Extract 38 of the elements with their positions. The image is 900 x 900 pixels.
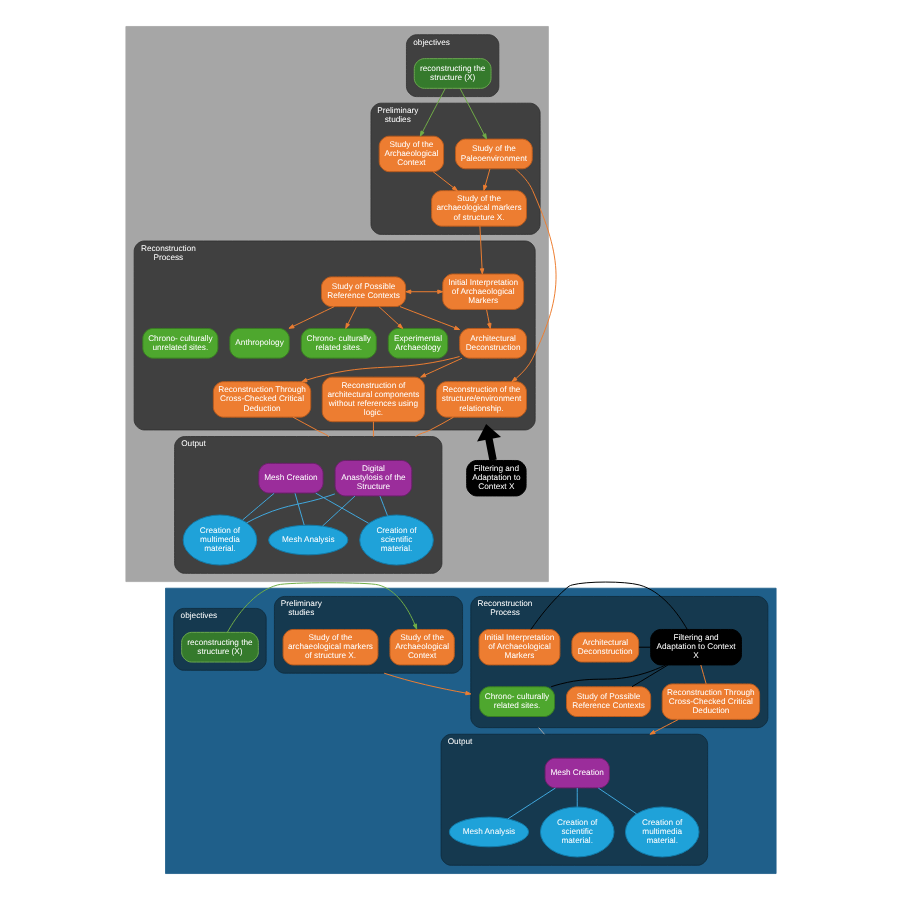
arrow <box>510 168 556 383</box>
connector <box>371 421 373 438</box>
connector <box>549 664 666 688</box>
arrow <box>398 306 460 331</box>
arrow <box>476 424 501 461</box>
arrow <box>482 168 490 191</box>
arrow <box>648 719 678 735</box>
arrow <box>287 306 334 329</box>
connector <box>630 664 668 688</box>
arrow <box>431 171 457 192</box>
connector <box>378 495 387 517</box>
connector <box>575 787 577 808</box>
arrow <box>300 356 459 383</box>
connector <box>699 664 706 685</box>
cluster <box>124 26 548 583</box>
arrow <box>418 87 445 137</box>
connector <box>506 787 555 820</box>
connector <box>537 727 544 735</box>
arrow <box>485 309 491 329</box>
connector <box>245 493 335 524</box>
arrow <box>404 289 443 294</box>
connector <box>596 787 637 815</box>
arrow <box>478 225 484 275</box>
connector <box>241 492 274 521</box>
arrow <box>344 306 356 329</box>
connector <box>414 416 453 438</box>
connector <box>637 646 651 648</box>
connector <box>529 581 687 630</box>
connector <box>320 495 355 527</box>
arrow <box>458 87 486 140</box>
arrow <box>419 357 462 378</box>
connector <box>293 492 304 526</box>
connector <box>291 416 329 438</box>
cluster <box>164 587 776 874</box>
arrow <box>377 306 403 329</box>
connector <box>314 492 369 524</box>
arrow <box>382 672 471 696</box>
arrow <box>225 582 417 633</box>
